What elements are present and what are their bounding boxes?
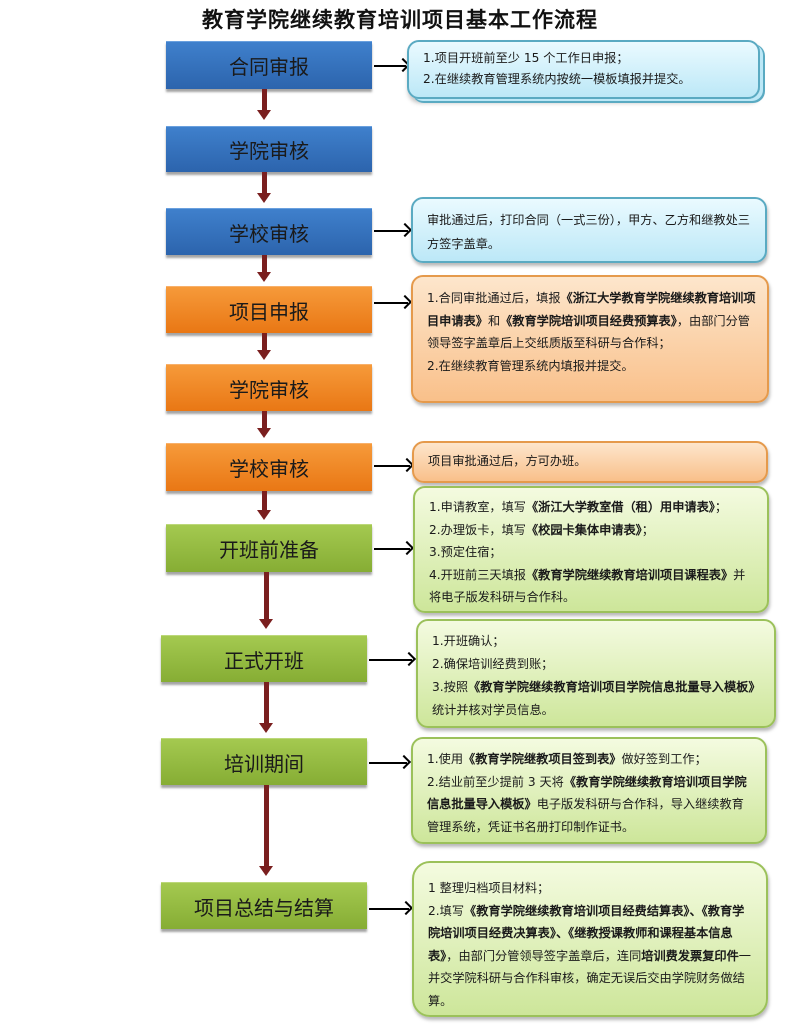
note-project-apply: 1.合同审批通过后，填报《浙江大学教育学院继续教育培训项目申请表》和《教育学院培… — [411, 275, 769, 403]
note-class-opening: 1.开班确认； 2.确保培训经费到账； 3.按照《教育学院继续教育培训项目学院信… — [416, 619, 776, 728]
step-school-review-2[interactable]: 学校审核 — [166, 443, 372, 491]
note-line: 4.开班前三天填报《教育学院继续教育培训项目课程表》并将电子版发科研与合作科。 — [429, 567, 746, 605]
connector-line — [262, 172, 267, 194]
arrow-down-icon — [257, 193, 271, 203]
arrow-right-icon — [374, 230, 408, 232]
step-pre-class-prep[interactable]: 开班前准备 — [166, 524, 372, 572]
note-line: 2.填写《教育学院继续教育培训项目经费结算表》、《教育学院培训项目经费决算表》、… — [428, 903, 751, 1008]
note-contract-submit: 1.项目开班前至少 15 个工作日申报； 2.在继续教育管理系统内按统一模板填报… — [407, 40, 760, 99]
connector-line — [264, 572, 269, 620]
note-line: 3.按照《教育学院继续教育培训项目学院信息批量导入模板》统计并核对学员信息。 — [432, 680, 761, 717]
step-summary-settlement[interactable]: 项目总结与结算 — [161, 882, 367, 929]
note-line: 项目审批通过后，方可办班。 — [428, 454, 587, 468]
note-paragraph-1: 1.合同审批通过后，填报《浙江大学教育学院继续教育培训项目申请表》和《教育学院培… — [427, 291, 756, 350]
arrow-down-icon — [257, 272, 271, 282]
step-project-apply[interactable]: 项目申报 — [166, 286, 372, 333]
arrow-right-icon — [374, 65, 406, 67]
connector-line — [264, 785, 269, 867]
note-line: 2.办理饭卡，填写《校园卡集体申请表》； — [429, 522, 654, 537]
note-paragraph-2: 2.在继续教育管理系统内填报并提交。 — [427, 358, 634, 373]
note-school-review-1: 审批通过后，打印合同（一式三份），甲方、乙方和继教处三方签字盖章。 — [411, 197, 767, 263]
note-line: 1 整理归档项目材料； — [428, 881, 550, 895]
note-line: 2.确保培训经费到账； — [432, 657, 554, 671]
arrow-down-icon — [259, 723, 273, 733]
note-line: 1.申请教室，填写《浙江大学教室借（租）用申请表》； — [429, 500, 728, 514]
note-line: 3.预定住宿； — [429, 545, 502, 559]
step-training-period[interactable]: 培训期间 — [161, 738, 367, 785]
connector-line — [262, 411, 267, 429]
step-college-review-1[interactable]: 学院审核 — [166, 126, 372, 172]
connector-line — [262, 491, 267, 511]
arrow-right-icon — [374, 465, 410, 467]
arrow-right-icon — [374, 548, 410, 550]
note-line: 1.项目开班前至少 15 个工作日申报； — [423, 51, 629, 65]
note-line: 2.在继续教育管理系统内按统一模板填报并提交。 — [423, 72, 691, 86]
note-summary-settlement: 1 整理归档项目材料； 2.填写《教育学院继续教育培训项目经费结算表》、《教育学… — [412, 861, 768, 1017]
arrow-down-icon — [257, 350, 271, 360]
arrow-right-icon — [369, 762, 407, 764]
connector-line — [262, 255, 267, 273]
arrow-right-icon — [369, 908, 409, 910]
arrow-down-icon — [257, 428, 271, 438]
connector-line — [262, 89, 267, 111]
arrow-down-icon — [257, 510, 271, 520]
note-line: 2.结业前至少提前 3 天将《教育学院继续教育培训项目学院信息批量导入模板》电子… — [427, 774, 747, 834]
step-college-review-2[interactable]: 学院审核 — [166, 364, 372, 411]
step-class-opening[interactable]: 正式开班 — [161, 635, 367, 682]
page-title: 教育学院继续教育培训项目基本工作流程 — [202, 7, 598, 32]
step-school-review-1[interactable]: 学校审核 — [166, 208, 372, 255]
arrow-right-icon — [374, 302, 408, 304]
connector-line — [264, 682, 269, 724]
note-line: 审批通过后，打印合同（一式三份），甲方、乙方和继教处三方签字盖章。 — [427, 213, 750, 251]
arrow-down-icon — [259, 866, 273, 876]
connector-line — [262, 333, 267, 351]
note-training-period: 1.使用《教育学院继教项目签到表》做好签到工作； 2.结业前至少提前 3 天将《… — [411, 737, 767, 844]
note-line: 1.开班确认； — [432, 634, 505, 648]
note-school-review-2: 项目审批通过后，方可办班。 — [412, 441, 768, 483]
note-pre-class-prep: 1.申请教室，填写《浙江大学教室借（租）用申请表》； 2.办理饭卡，填写《校园卡… — [413, 486, 769, 613]
arrow-down-icon — [257, 110, 271, 120]
arrow-down-icon — [259, 619, 273, 629]
note-line: 1.使用《教育学院继教项目签到表》做好签到工作； — [427, 752, 707, 766]
arrow-right-icon — [369, 659, 412, 661]
step-contract-submit[interactable]: 合同审报 — [166, 41, 372, 89]
